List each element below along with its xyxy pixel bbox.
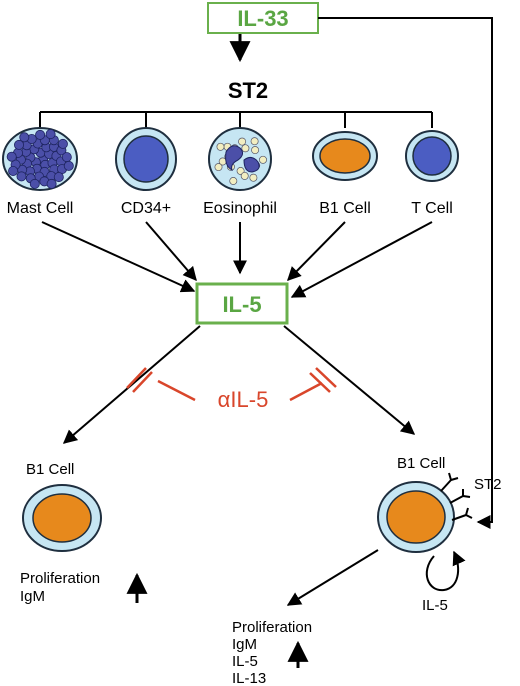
right-b1-output-proliferation: Proliferation	[232, 619, 312, 636]
b1-cell-top-icon	[312, 131, 378, 181]
arrow-right-b1-to-outputs	[286, 549, 379, 606]
left-b1-cell-icon	[22, 484, 102, 552]
eosinophil-label: Eosinophil	[203, 200, 277, 217]
il33-box	[207, 2, 319, 34]
st2-receptor-icons	[440, 472, 473, 521]
st2-label: ST2	[228, 78, 268, 103]
left-b1-effect-proliferation: Proliferation	[20, 570, 100, 587]
autocrine-il5-label: IL-5	[422, 597, 448, 614]
eosinophil-icon	[208, 127, 272, 191]
mast-cell-icon	[2, 127, 78, 191]
cd34-cell-icon	[115, 127, 177, 191]
right-b1-title: B1 Cell	[397, 455, 445, 472]
arrow-il5-to-right-b1	[283, 325, 416, 435]
cell-to-il5-arrows	[41, 221, 433, 298]
st2-bracket	[39, 111, 433, 128]
right-b1-output-igm: IgM	[232, 636, 257, 653]
left-b1-effect-igm: IgM	[20, 588, 45, 605]
right-b1-receptor-label: ST2	[474, 476, 502, 493]
right-b1-cell-icon	[377, 481, 455, 553]
right-b1-output-il13: IL-13	[232, 670, 266, 686]
il33-label: IL-33	[237, 6, 288, 31]
right-b1-output-il5: IL-5	[232, 653, 258, 670]
left-b1-title: B1 Cell	[26, 461, 74, 478]
t-cell-icon	[405, 130, 459, 182]
il5-label: IL-5	[222, 292, 261, 317]
b1-cell-top-label: B1 Cell	[319, 200, 371, 217]
autocrine-loop-arrow	[425, 550, 466, 592]
il5-box	[195, 282, 289, 325]
anti-il5-label: αIL-5	[218, 387, 269, 412]
anti-il5-inhibition	[126, 367, 337, 402]
cd34-cell-label: CD34+	[121, 200, 171, 217]
t-cell-label: T Cell	[411, 200, 453, 217]
mast-cell-label: Mast Cell	[7, 200, 74, 217]
il33-direct-path	[318, 17, 493, 529]
